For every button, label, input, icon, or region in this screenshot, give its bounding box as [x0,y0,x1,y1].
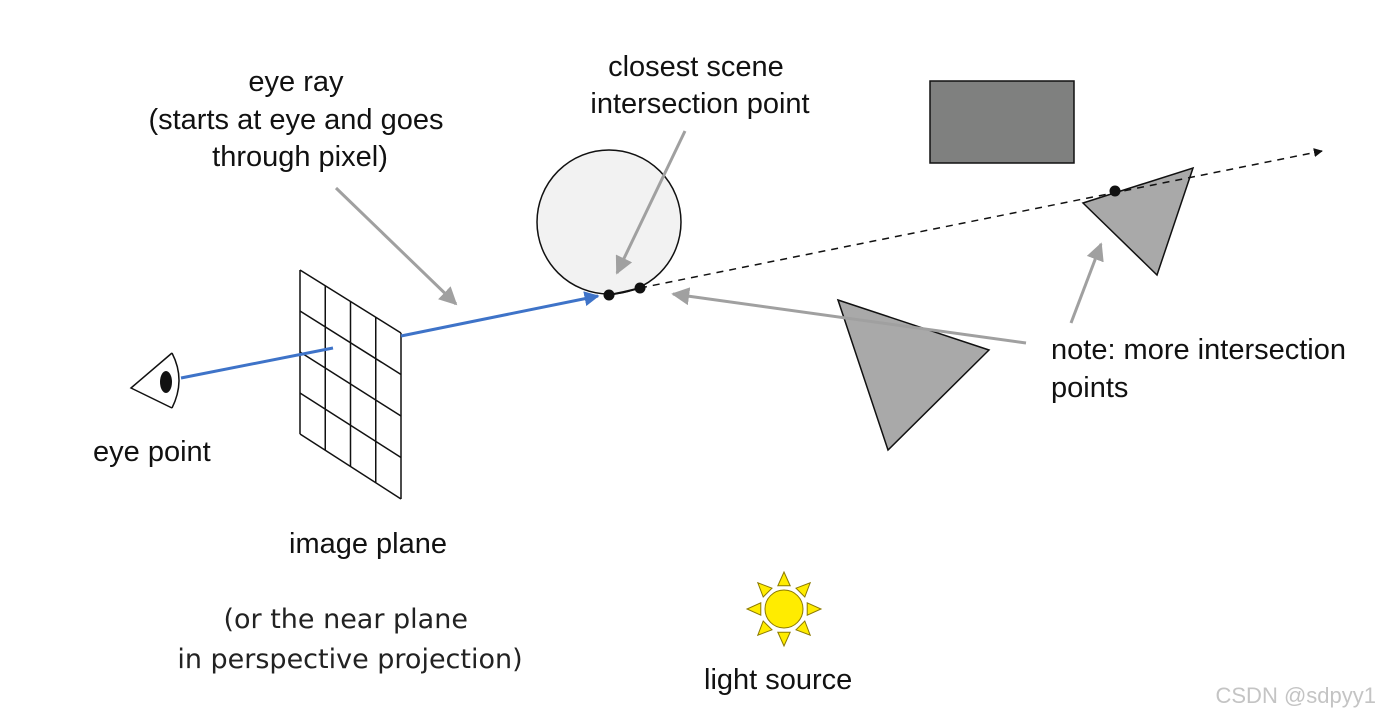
closest-intersection-dot [603,289,615,301]
light-source-label: light source [704,664,852,696]
more-points-pointer-arrow-2 [1069,242,1104,324]
near-plane-label: (or the near plane in perspective projec… [177,604,522,675]
closest-point-pointer-arrow [615,130,687,275]
grid-row-line [299,433,402,500]
eye-ray-inner [180,346,334,380]
sun-ray [795,581,812,598]
dashed-ray [639,148,1323,289]
image-plane-grid [299,269,402,500]
sphere [536,149,682,295]
watermark: CSDN @sdpyy1 [1216,683,1377,708]
eye-ray-label: eye ray (starts at eye and goes through … [148,66,451,173]
eye-ray-pointer-arrow [334,186,458,306]
sun-icon [745,570,823,648]
eye-ray-outer [400,291,600,338]
closest-point-label: closest scene intersection point [590,51,809,120]
sun-ray [745,602,762,616]
sun-ray [777,631,791,648]
sphere-exit-dot [634,282,646,294]
eye-icon [129,352,180,409]
gray-box [929,80,1075,164]
sun-ray [777,570,791,587]
triangle-far [1081,166,1195,277]
sun-ray [756,581,773,598]
triangle-near [836,298,991,452]
sun-ray [795,620,812,637]
sun-ray [806,602,823,616]
more-points-label: note: more intersection points [1051,334,1354,404]
grid-row-line [299,392,402,459]
more-points-pointer-arrow [671,287,1027,345]
sun-core [764,589,804,629]
image-plane-label: image plane [289,528,447,560]
triangle-intersection-dot [1109,185,1121,197]
eye-point-label: eye point [93,436,211,468]
sun-ray [756,620,773,637]
